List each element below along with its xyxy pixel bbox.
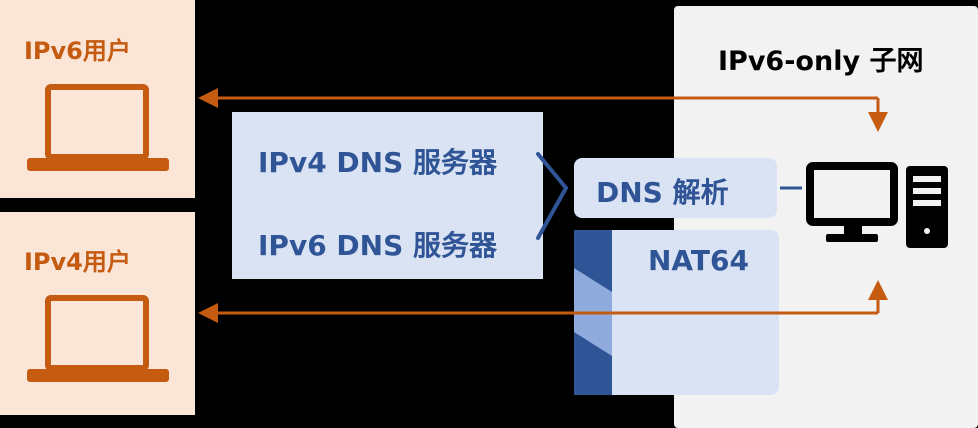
dns-resolver-box: [574, 158, 777, 218]
arrowhead-down-top: [868, 112, 888, 132]
desktop-computer-icon: [806, 162, 948, 248]
ipv6-user-label: IPv6用户: [24, 37, 131, 65]
arrowhead-up-bottom: [868, 280, 888, 300]
dns-brace-connector: [536, 152, 568, 240]
dns-servers-box: [232, 112, 543, 279]
ipv4-user-label: IPv4用户: [24, 248, 131, 276]
dns-resolver-label: DNS 解析: [596, 176, 729, 209]
subnet-title: IPv6-only 子网: [718, 46, 924, 77]
ipv6-dns-server-label: IPv6 DNS 服务器: [258, 229, 498, 262]
ipv6-return-arrow: [215, 96, 880, 114]
ipv4-dns-server-label: IPv4 DNS 服务器: [258, 146, 498, 179]
arrowhead-left-top: [198, 88, 218, 108]
ipv4-return-arrow: [215, 298, 880, 315]
arrowhead-left-bottom: [198, 303, 218, 323]
laptop-icon: [27, 295, 169, 382]
laptop-icon: [27, 84, 169, 171]
nat64-label: NAT64: [648, 244, 749, 277]
